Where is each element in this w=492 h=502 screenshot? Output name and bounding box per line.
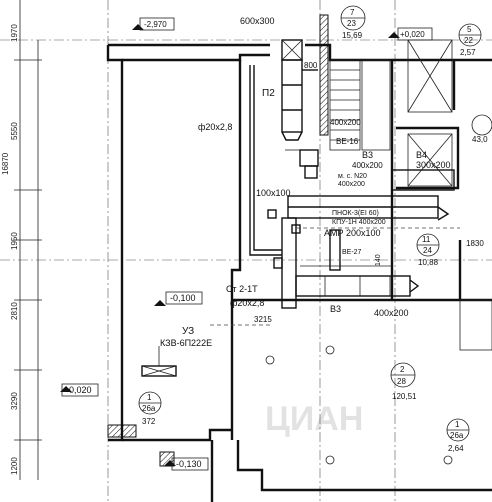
dimension-5550: 5550 — [10, 122, 19, 140]
label-400x200-lower: 400x200 — [374, 308, 409, 318]
level-top-right: +0,020 — [400, 30, 425, 39]
dimension-16870: 16870 — [1, 152, 10, 175]
ductwork — [210, 39, 460, 326]
room-2-number: 2 — [400, 365, 405, 374]
dimension-2810: 2810 — [10, 302, 19, 320]
room-1-code: 26а — [142, 404, 156, 413]
label-amp: АМР 200x100 — [324, 228, 381, 238]
label-1830: 1830 — [466, 239, 484, 248]
room-5-area: 2,57 — [460, 48, 476, 57]
label-400x200-upper: 400x200 — [330, 118, 361, 127]
room-tag-right-top: 43,0 — [471, 114, 492, 144]
label-pipe-lower: ф20х2,8 — [230, 298, 264, 308]
label-be27: ВЕ-27 — [342, 249, 362, 256]
columns — [265, 299, 492, 465]
label-riser: Ст 2-1Т — [226, 284, 258, 294]
room-7-area: 15,69 — [342, 31, 363, 40]
room-5-number: 5 — [467, 25, 472, 34]
label-pnok: ПНОК-3(ЕI 60) — [332, 210, 379, 217]
label-mc-n20-size: 400x200 — [338, 181, 365, 188]
device-symbols — [141, 149, 301, 377]
dimension-1950: 1950 — [10, 232, 19, 250]
room-tag-7: 7 23 15,69 — [340, 5, 366, 40]
room-right-bottom-number: 1 — [455, 420, 460, 429]
room-tag-2: 2 28 120,51 — [390, 362, 417, 401]
room-7-number: 7 — [350, 8, 355, 17]
room-right-bottom-area: 2,64 — [448, 444, 464, 453]
room-right-bottom-code: 26а — [450, 431, 464, 440]
level-top-left: -2,970 — [144, 20, 167, 29]
label-3215: 3215 — [254, 315, 272, 324]
walls — [106, 14, 492, 502]
room-7-code: 23 — [347, 19, 356, 28]
room-tag-11: 11 24 10,88 — [416, 233, 440, 267]
label-b3-upper: В3 — [362, 150, 373, 160]
room-tags: 7 23 15,69 5 22 2,57 43,0 11 24 10,88 2 … — [138, 5, 492, 453]
label-b4: В4 — [416, 150, 427, 160]
room-2-code: 28 — [397, 377, 406, 386]
room-11-area: 10,88 — [418, 258, 439, 267]
label-140: 140 — [375, 254, 382, 266]
level-markers — [60, 24, 400, 466]
level-bottom-left: -0,020 — [66, 385, 92, 395]
dimension-1970: 1970 — [10, 24, 19, 42]
label-800: 800 — [304, 61, 318, 70]
room-tag-5: 5 22 2,57 — [458, 23, 482, 57]
label-be16: ВЕ-16 — [336, 137, 359, 146]
label-pipe-upper: ф20х2,8 — [198, 122, 232, 132]
label-600x300: 600x300 — [240, 16, 275, 26]
room-1-number: 1 — [147, 393, 152, 402]
room-tag-right-bottom: 1 26а 2,64 — [446, 418, 470, 453]
room-1-area: 372 — [142, 417, 156, 426]
annotations: 600x300 800 П2 ф20х2,8 400x200 ВЕ-16 В3 … — [160, 16, 484, 348]
dimension-3290: 3290 — [10, 392, 19, 410]
dimension-1200: 1200 — [10, 457, 19, 475]
label-mc-n20: м. с. N20 — [338, 173, 367, 180]
room-11-code: 24 — [423, 246, 432, 255]
label-b3-lower: В3 — [330, 304, 341, 314]
label-p2: П2 — [262, 88, 275, 99]
label-uz: УЗ — [182, 326, 194, 337]
label-kzv: КЗВ-6П222Е — [160, 338, 212, 348]
room-tag-1: 1 26а 372 — [138, 391, 162, 426]
label-kpu: КПУ-1Н 400x200 — [332, 219, 386, 226]
level-boxes: -2,970 +0,020 -0,100 -0,020 -0,130 — [61, 17, 433, 471]
label-400x200-mid: 400x200 — [352, 161, 383, 170]
label-100x100: 100x100 — [256, 188, 291, 198]
label-300x200: 300x200 — [416, 160, 451, 170]
level-middle: -0,100 — [170, 293, 196, 303]
room-5-code: 22 — [464, 36, 473, 45]
left-dimension-chain: 1970 5550 16870 1950 2810 3290 1200 — [1, 0, 42, 480]
level-bottom: -0,130 — [176, 459, 202, 469]
room-2-area: 120,51 — [392, 392, 417, 401]
watermark: ЦИАН — [265, 400, 363, 438]
room-11-number: 11 — [422, 235, 431, 244]
room-right-top-area: 43,0 — [472, 135, 488, 144]
stair-core — [329, 39, 453, 187]
